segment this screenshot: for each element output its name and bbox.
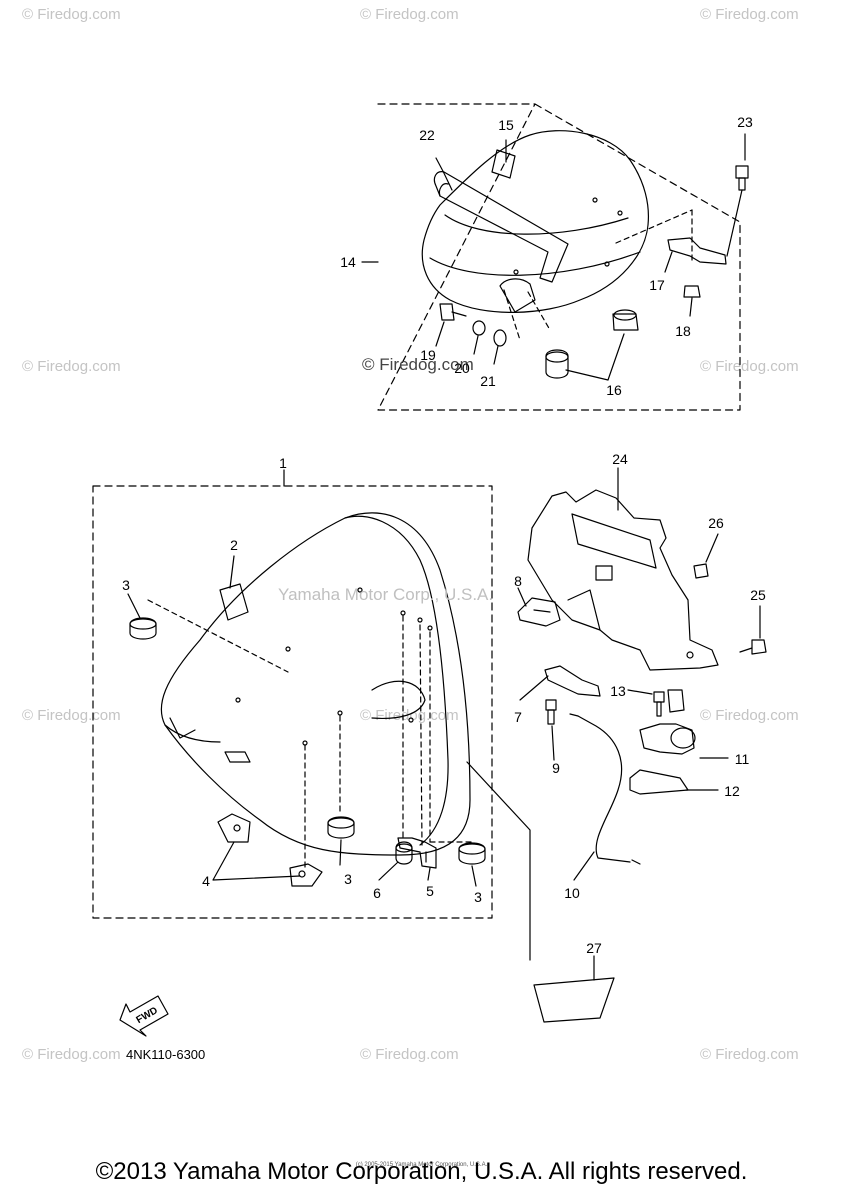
firedog-watermark: © Firedog.com (360, 707, 459, 724)
callout-15: 15 (498, 117, 514, 133)
callout-27: 27 (586, 940, 602, 956)
group-box-1 (92, 485, 493, 919)
group-box-14 (377, 103, 741, 411)
callout-14: 14 (340, 254, 356, 270)
firedog-watermark: © Firedog.com (700, 6, 799, 23)
caution-label-27 (533, 977, 615, 1023)
bolt-25 (739, 639, 767, 655)
callout-11: 11 (735, 751, 750, 767)
center-watermark: © Firedog.com (362, 355, 474, 374)
washer-20 (472, 320, 486, 336)
callout-20: 20 (454, 360, 470, 376)
firedog-watermark: © Firedog.com (22, 1046, 121, 1063)
screw-13 (653, 691, 665, 717)
callout-18: 18 (675, 323, 691, 339)
rear-seat-assembly (421, 130, 650, 313)
callout-17: 17 (649, 277, 665, 293)
callout-5: 5 (426, 883, 434, 899)
seat-lock-11 (639, 689, 696, 755)
callout-21: 21 (480, 373, 496, 389)
callout-26: 26 (708, 515, 724, 531)
callout-10: 10 (564, 885, 580, 901)
fwd-label: FWD (135, 1005, 160, 1026)
callout-9: 9 (552, 760, 560, 776)
bracket-7 (544, 665, 601, 697)
callout-7: 7 (514, 709, 522, 725)
callout-25: 25 (750, 587, 766, 603)
firedog-watermark: © Firedog.com (700, 707, 799, 724)
diagram-code: 4NK110-6300 (126, 1047, 206, 1062)
callout-1: 1 (279, 455, 287, 471)
bracket-5 (397, 837, 437, 869)
main-seat (160, 512, 471, 856)
firedog-watermark: © Firedog.com (22, 6, 121, 23)
callout-22: 22 (419, 127, 435, 143)
plate-nut-4 (217, 813, 323, 887)
callout-3: 3 (122, 577, 130, 593)
callout-3: 3 (344, 871, 352, 887)
callout-8: 8 (514, 573, 522, 589)
bracket-17 (667, 237, 727, 265)
callout-4: 4 (202, 873, 210, 889)
copyright-notice: ©2013 Yamaha Motor Corporation, U.S.A. A… (95, 1158, 748, 1185)
copyright-small: (c) 2005-2015 Yamaha Motor Corporation, … (355, 1162, 488, 1168)
bolt-9 (545, 699, 557, 725)
damper-3 (129, 617, 486, 865)
washer-21 (493, 329, 507, 347)
bracket-12 (629, 769, 689, 795)
part-callouts: 1 2 3 3 3 3 4 5 6 7 8 9 10 11 12 13 14 1… (122, 114, 766, 956)
mount-plate-24 (527, 489, 719, 671)
collar-6 (395, 841, 413, 865)
callout-24: 24 (612, 451, 628, 467)
callout-23: 23 (737, 114, 753, 130)
cable-10 (569, 713, 641, 865)
firedog-watermark: © Firedog.com (360, 6, 459, 23)
bolt-26 (693, 563, 709, 579)
bolt-23 (726, 165, 749, 257)
damper-16 (545, 309, 639, 379)
firedog-watermark: © Firedog.com (360, 1046, 459, 1063)
callout-6: 6 (373, 885, 381, 901)
callout-12: 12 (724, 783, 740, 799)
callout-2: 2 (230, 537, 238, 553)
callout-13: 13 (610, 683, 626, 699)
bolt-19 (439, 303, 467, 321)
firedog-watermark: © Firedog.com (22, 358, 121, 375)
firedog-watermark: © Firedog.com (22, 707, 121, 724)
callout-19: 19 (420, 347, 436, 363)
nut-18 (683, 285, 701, 298)
yamaha-watermark: Yamaha Motor Corp., U.S.A. (278, 585, 493, 604)
callout-3: 3 (474, 889, 482, 905)
firedog-watermark: © Firedog.com (700, 1046, 799, 1063)
bracket-8 (517, 597, 561, 627)
callout-16: 16 (606, 382, 622, 398)
firedog-watermark: © Firedog.com (700, 358, 799, 375)
fwd-arrow-icon (119, 995, 169, 1037)
